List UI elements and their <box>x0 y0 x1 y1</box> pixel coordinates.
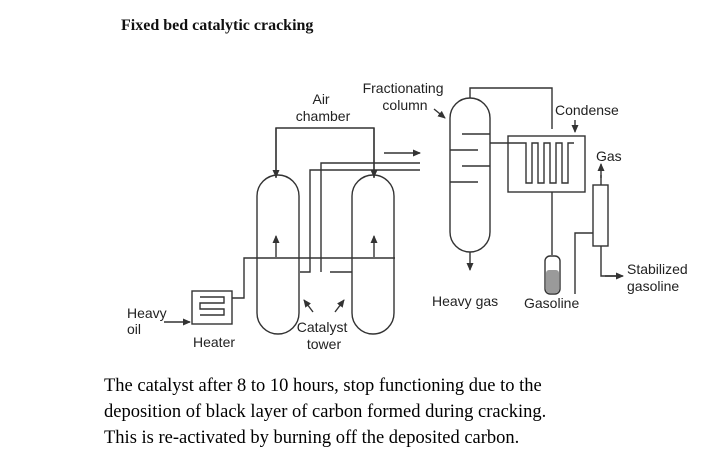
heavy-oil-label: Heavy oil <box>127 305 171 337</box>
caption-line-3: This is re-activated by burning off the … <box>104 428 520 448</box>
fractionating-column-label-line1: Fractionating <box>363 80 444 96</box>
arrow-fractionating-pointer <box>433 108 446 119</box>
arrow-catalyst-left <box>303 299 314 313</box>
caption-line-1: The catalyst after 8 to 10 hours, stop f… <box>104 376 542 396</box>
pipe-heater-feed <box>232 257 395 299</box>
caption-line-2: deposition of black layer of carbon form… <box>104 402 547 422</box>
heavy-oil-label-line2: oil <box>127 321 141 337</box>
diagram-title: Fixed bed catalytic cracking <box>121 17 314 34</box>
catalyst-tower-label-line1: Catalyst <box>297 319 348 335</box>
pipe-stabilizer-outlet <box>600 246 617 277</box>
fractionating-column-label-line2: column <box>382 97 427 113</box>
heater-coil <box>199 296 225 316</box>
condense-label: Condense <box>555 102 619 118</box>
stabilized-gasoline-label: Stabilized gasoline <box>627 261 692 294</box>
pipe-receiver-to-stabilizer <box>574 232 593 294</box>
stabilized-gasoline-label-line2: gasoline <box>627 278 679 294</box>
catalytic-cracking-diagram: Air chamber Fractionating column Condens… <box>127 80 692 352</box>
condenser <box>507 135 586 193</box>
air-chamber-label-line1: Air <box>312 91 329 107</box>
air-chamber-label: Air chamber <box>296 91 351 124</box>
pipe-left-tower-outlet <box>300 169 420 273</box>
pipe-column-to-condenser <box>469 87 553 129</box>
heater-label: Heater <box>193 334 235 350</box>
caption: The catalyst after 8 to 10 hours, stop f… <box>104 373 704 451</box>
column-trays <box>450 133 490 183</box>
gas-label: Gas <box>596 148 622 164</box>
fractionating-column <box>449 97 491 253</box>
catalyst-tower-right <box>351 174 395 335</box>
gasoline-receiver <box>544 255 561 295</box>
catalyst-tower-left <box>256 174 300 335</box>
arrow-catalyst-right <box>334 299 345 313</box>
stabilizer-column <box>592 184 609 247</box>
catalyst-tower-label: Catalyst tower <box>297 319 351 352</box>
gasoline-label: Gasoline <box>524 295 579 311</box>
air-chamber-label-line2: chamber <box>296 108 351 124</box>
fractionating-column-label: Fractionating column <box>363 80 448 113</box>
heavy-oil-label-line1: Heavy <box>127 305 167 321</box>
stabilized-gasoline-label-line1: Stabilized <box>627 261 688 277</box>
heater <box>191 290 233 325</box>
condenser-coil <box>490 142 574 184</box>
catalyst-tower-label-line2: tower <box>307 336 342 352</box>
pipe-right-tower-outlet <box>320 162 420 272</box>
heavy-gas-label: Heavy gas <box>432 293 498 309</box>
